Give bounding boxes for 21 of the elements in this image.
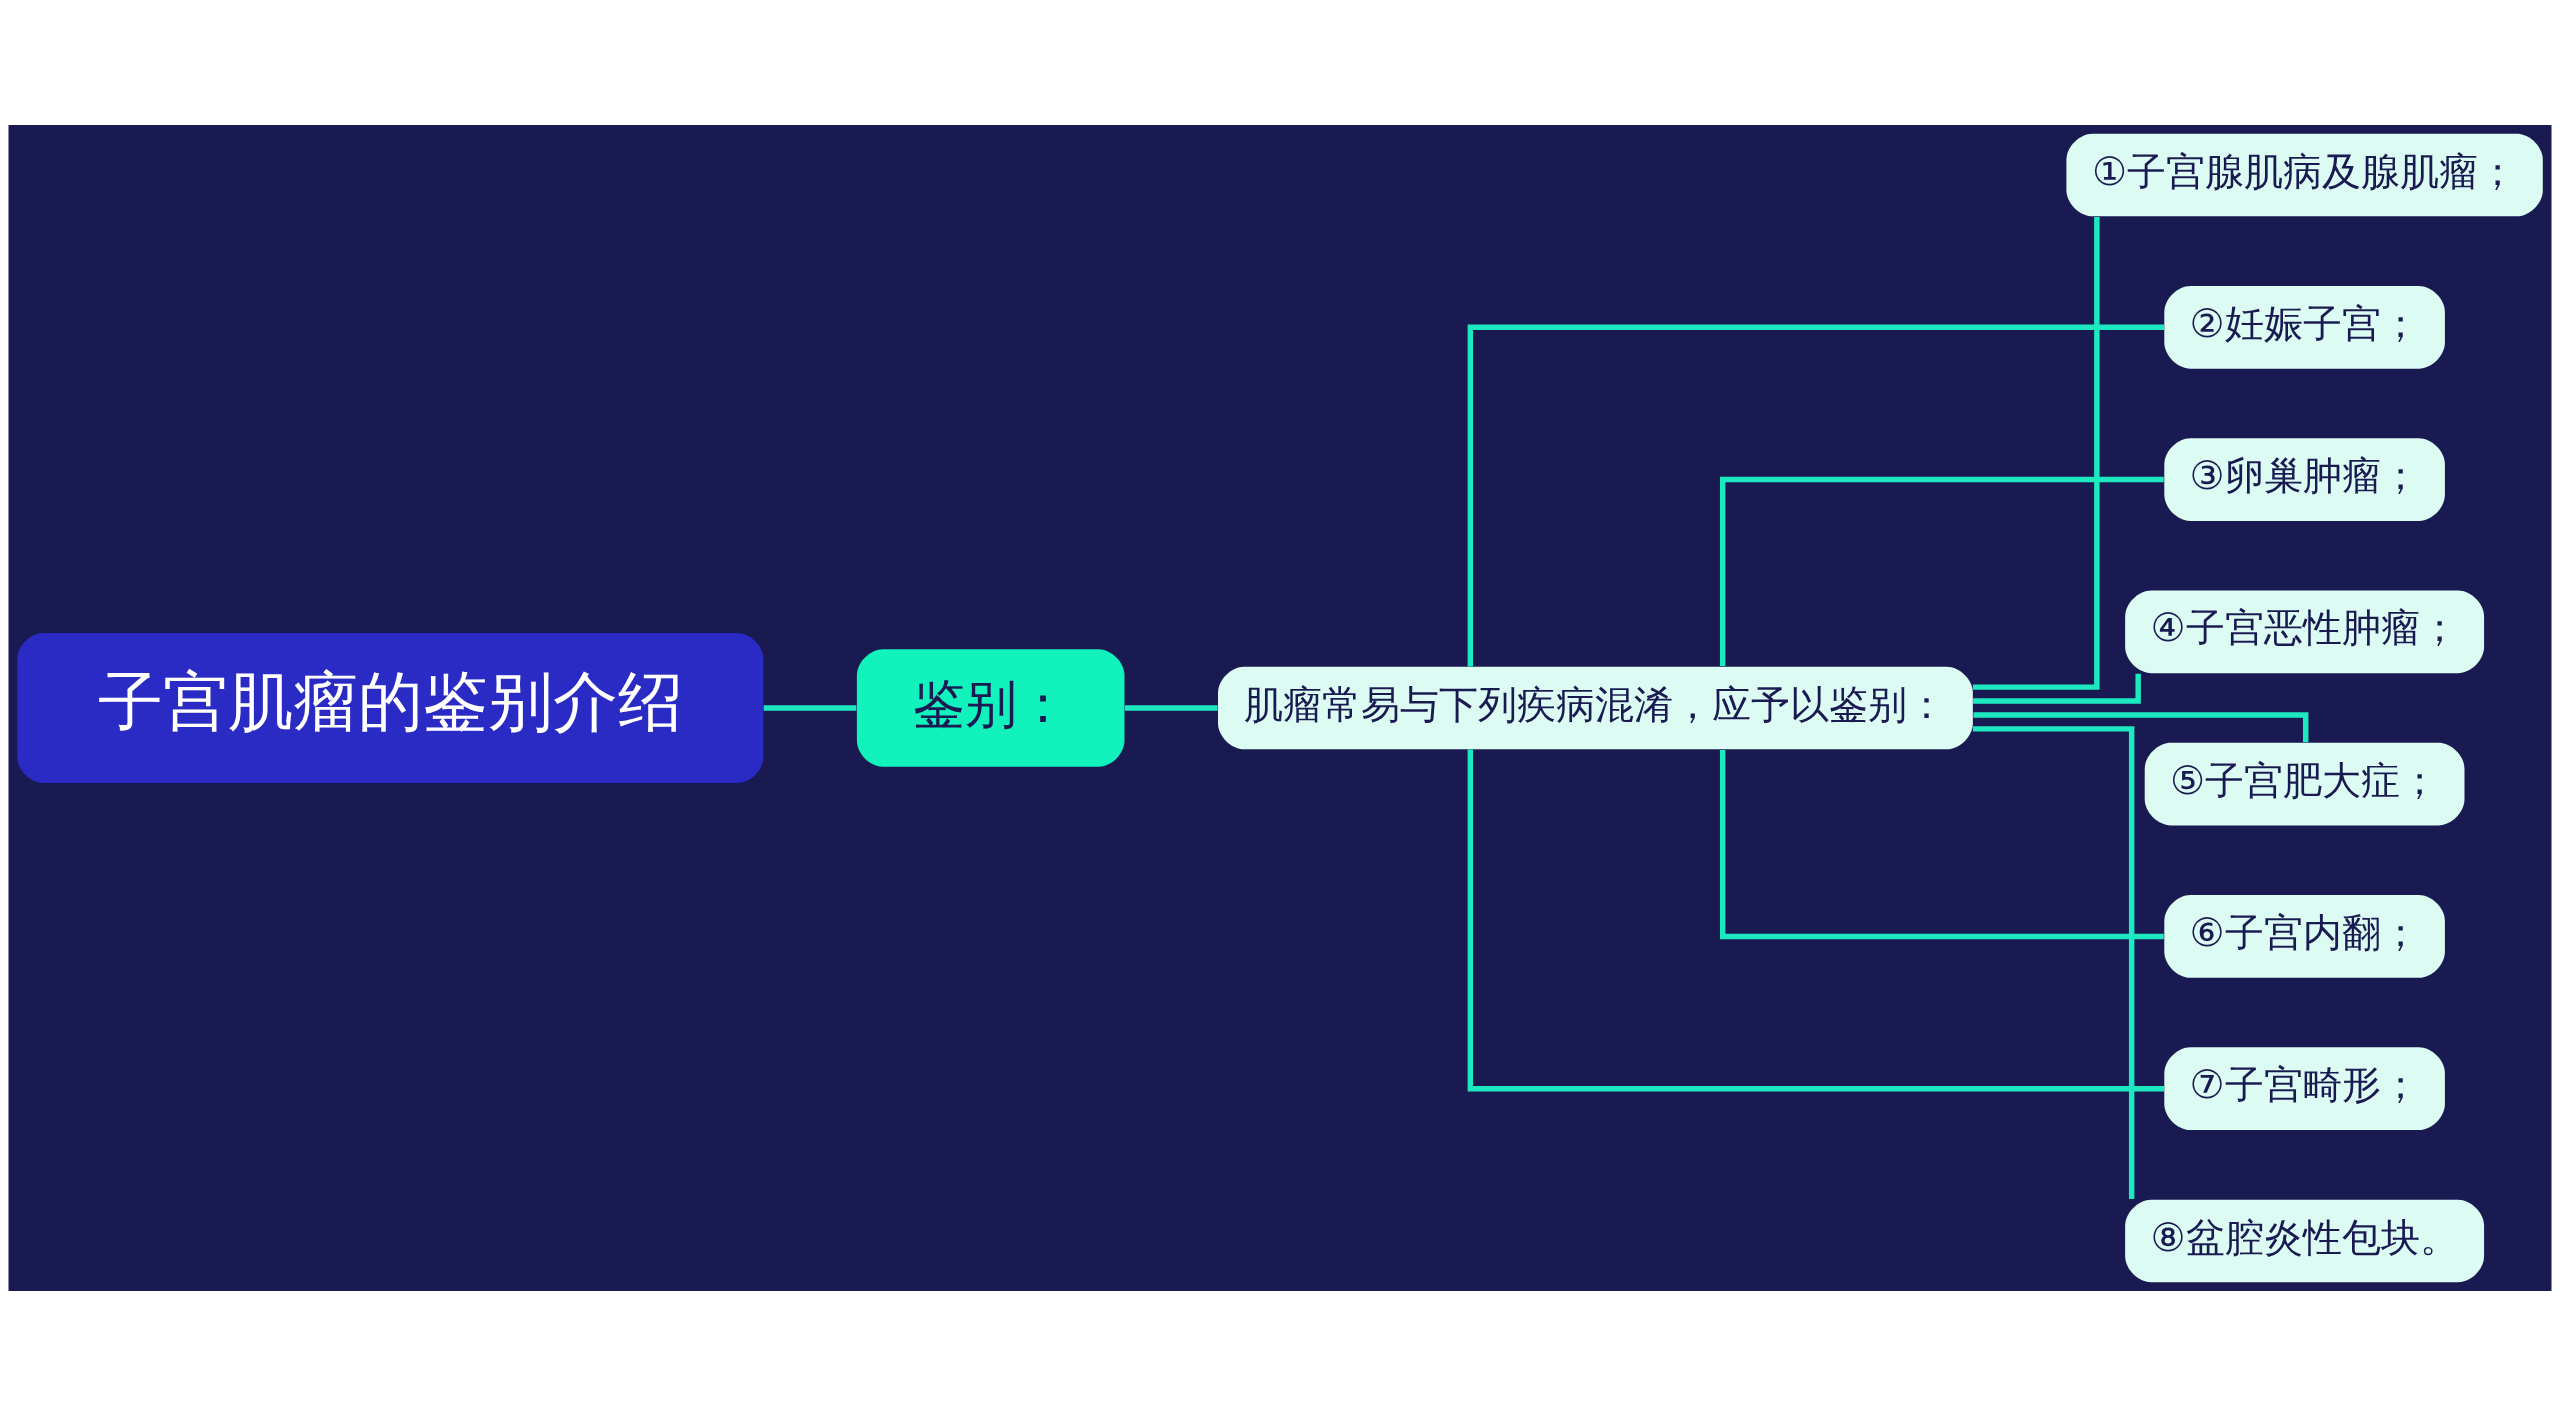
node-box: ③卵巢肿瘤； xyxy=(2164,437,2445,521)
connector xyxy=(1124,704,1218,711)
node-box: ②妊娠子宫； xyxy=(2164,285,2445,369)
connector xyxy=(1719,749,2164,939)
node-box: 肌瘤常易与下列疾病混淆，应予以鉴别： xyxy=(1218,666,1973,749)
node-box: ⑦子宫畸形； xyxy=(2164,1046,2445,1130)
connector xyxy=(763,704,857,711)
node-box: 鉴别： xyxy=(856,648,1125,767)
node-box: ⑧盆腔炎性包块。 xyxy=(2125,1199,2485,1282)
node-box: 子宫肌瘤的鉴别介绍 xyxy=(17,632,764,783)
connector xyxy=(1467,748,2165,1091)
node-box: ④子宫恶性肿瘤； xyxy=(2125,590,2485,673)
connector xyxy=(1719,476,2164,666)
node-box: ⑤子宫肥大症； xyxy=(2144,742,2465,825)
node-box: ①子宫腺肌病及腺肌瘤； xyxy=(2066,133,2543,216)
connector xyxy=(1973,711,2309,742)
connector xyxy=(1973,673,2141,704)
node-box: ⑥子宫内翻； xyxy=(2164,894,2445,978)
connector xyxy=(1972,216,2100,690)
connector xyxy=(1972,725,2135,1199)
connector xyxy=(1467,324,2165,667)
